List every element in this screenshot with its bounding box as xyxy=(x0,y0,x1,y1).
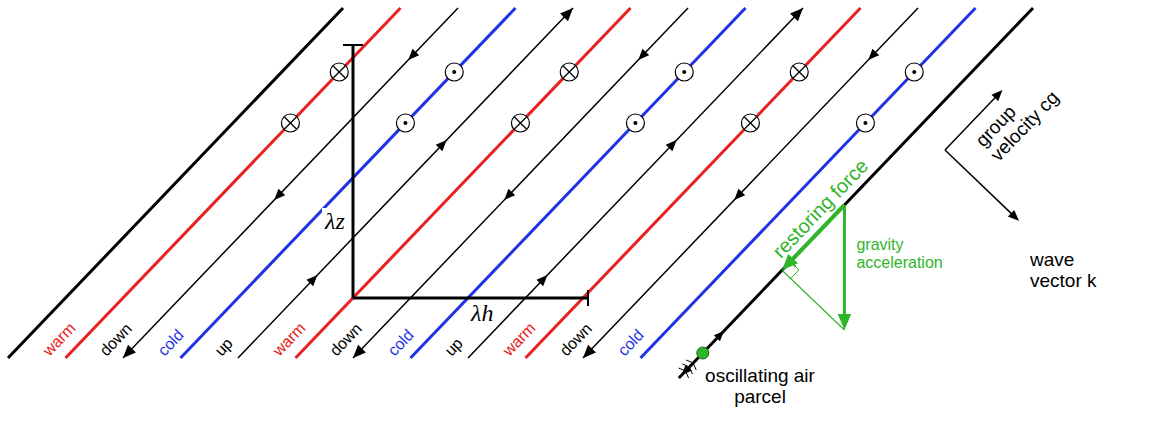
into-page-symbol xyxy=(741,114,759,132)
velocity-label: group velocity cg xyxy=(972,58,1078,166)
down-arrow-head xyxy=(274,189,285,200)
phase-label: warm xyxy=(39,320,79,360)
warm-phase-line xyxy=(526,8,861,358)
down-arrow-head xyxy=(583,345,596,358)
up-arrow-head xyxy=(436,140,447,151)
air-parcel xyxy=(697,347,709,359)
down-arrow-head xyxy=(868,49,879,60)
down-arrow-head xyxy=(504,189,515,200)
dot-mark xyxy=(403,121,407,125)
phase-label: up xyxy=(211,335,236,360)
phase-line xyxy=(353,8,688,358)
parcel-label: oscillating air parcel xyxy=(690,366,830,408)
cross-stroke xyxy=(793,66,805,78)
right-angle-marker xyxy=(790,262,799,279)
wavelength-label: λh xyxy=(468,300,496,326)
cross-stroke xyxy=(514,117,526,129)
out-of-page-symbol xyxy=(675,63,693,81)
dot-mark xyxy=(682,70,686,74)
out-of-page-symbol xyxy=(626,114,644,132)
gravity-arrow xyxy=(843,205,846,320)
projection-line xyxy=(782,270,844,330)
into-page-symbol xyxy=(790,63,808,81)
cross-stroke xyxy=(333,66,345,78)
out-of-page-symbol xyxy=(396,114,414,132)
cold-phase-line xyxy=(181,8,516,358)
wavelength-label: λz xyxy=(322,208,348,234)
warm-phase-line xyxy=(296,8,631,358)
phase-label: up xyxy=(441,335,466,360)
down-arrow-head xyxy=(734,189,745,200)
cross-stroke xyxy=(333,66,345,78)
cross-stroke xyxy=(284,117,296,129)
right-angle-dot xyxy=(793,264,796,267)
cross-stroke xyxy=(793,66,805,78)
phase-line xyxy=(8,8,343,358)
wave-vector-head xyxy=(1008,210,1019,221)
up-arrow-head xyxy=(790,8,803,21)
up-arrow-head xyxy=(666,140,677,151)
lambda-z-bracket xyxy=(352,45,355,298)
out-of-page-symbol xyxy=(856,114,874,132)
into-page-symbol xyxy=(330,63,348,81)
into-page-symbol xyxy=(281,114,299,132)
into-page-symbol xyxy=(560,63,578,81)
down-arrow-head xyxy=(638,49,649,60)
cold-phase-line xyxy=(641,8,976,358)
cross-stroke xyxy=(563,66,575,78)
oscillation-head xyxy=(714,331,724,341)
out-of-page-symbol xyxy=(905,63,923,81)
cross-stroke xyxy=(744,117,756,129)
cross-stroke xyxy=(284,117,296,129)
feather-stroke xyxy=(686,371,689,378)
phase-line xyxy=(238,8,573,358)
dot-mark xyxy=(452,70,456,74)
group-velocity-head xyxy=(991,90,1002,101)
cross-stroke xyxy=(563,66,575,78)
down-arrow-head xyxy=(408,49,419,60)
acceleration-label: gravity acceleration xyxy=(856,236,961,271)
feather-stroke xyxy=(693,363,696,370)
phase-line xyxy=(123,8,458,358)
dot-mark xyxy=(912,70,916,74)
into-page-symbol xyxy=(511,114,529,132)
phase-line xyxy=(583,8,918,358)
cross-stroke xyxy=(744,117,756,129)
feather-stroke xyxy=(686,360,693,363)
phase-line xyxy=(679,8,1033,378)
phase-label: warm xyxy=(499,320,539,360)
dot-mark xyxy=(633,121,637,125)
bracket-tick xyxy=(343,44,363,46)
gravity-arrow-head xyxy=(838,314,851,330)
down-arrow-head xyxy=(123,345,136,358)
up-arrow-head xyxy=(560,8,573,21)
phase-label: warm xyxy=(269,320,309,360)
down-arrow-head xyxy=(353,345,366,358)
bracket-tick xyxy=(587,290,589,306)
vector-label: wave vector k xyxy=(1030,250,1130,292)
cross-stroke xyxy=(514,117,526,129)
phase-line xyxy=(468,8,803,358)
up-arrow-head xyxy=(536,275,547,286)
feather-stroke xyxy=(682,364,689,367)
feather-stroke xyxy=(689,367,692,374)
warm-phase-line xyxy=(66,8,401,358)
up-arrow-head xyxy=(306,275,317,286)
dot-mark xyxy=(863,121,867,125)
out-of-page-symbol xyxy=(445,63,463,81)
cold-phase-line xyxy=(411,8,746,358)
feather-stroke xyxy=(679,368,686,371)
